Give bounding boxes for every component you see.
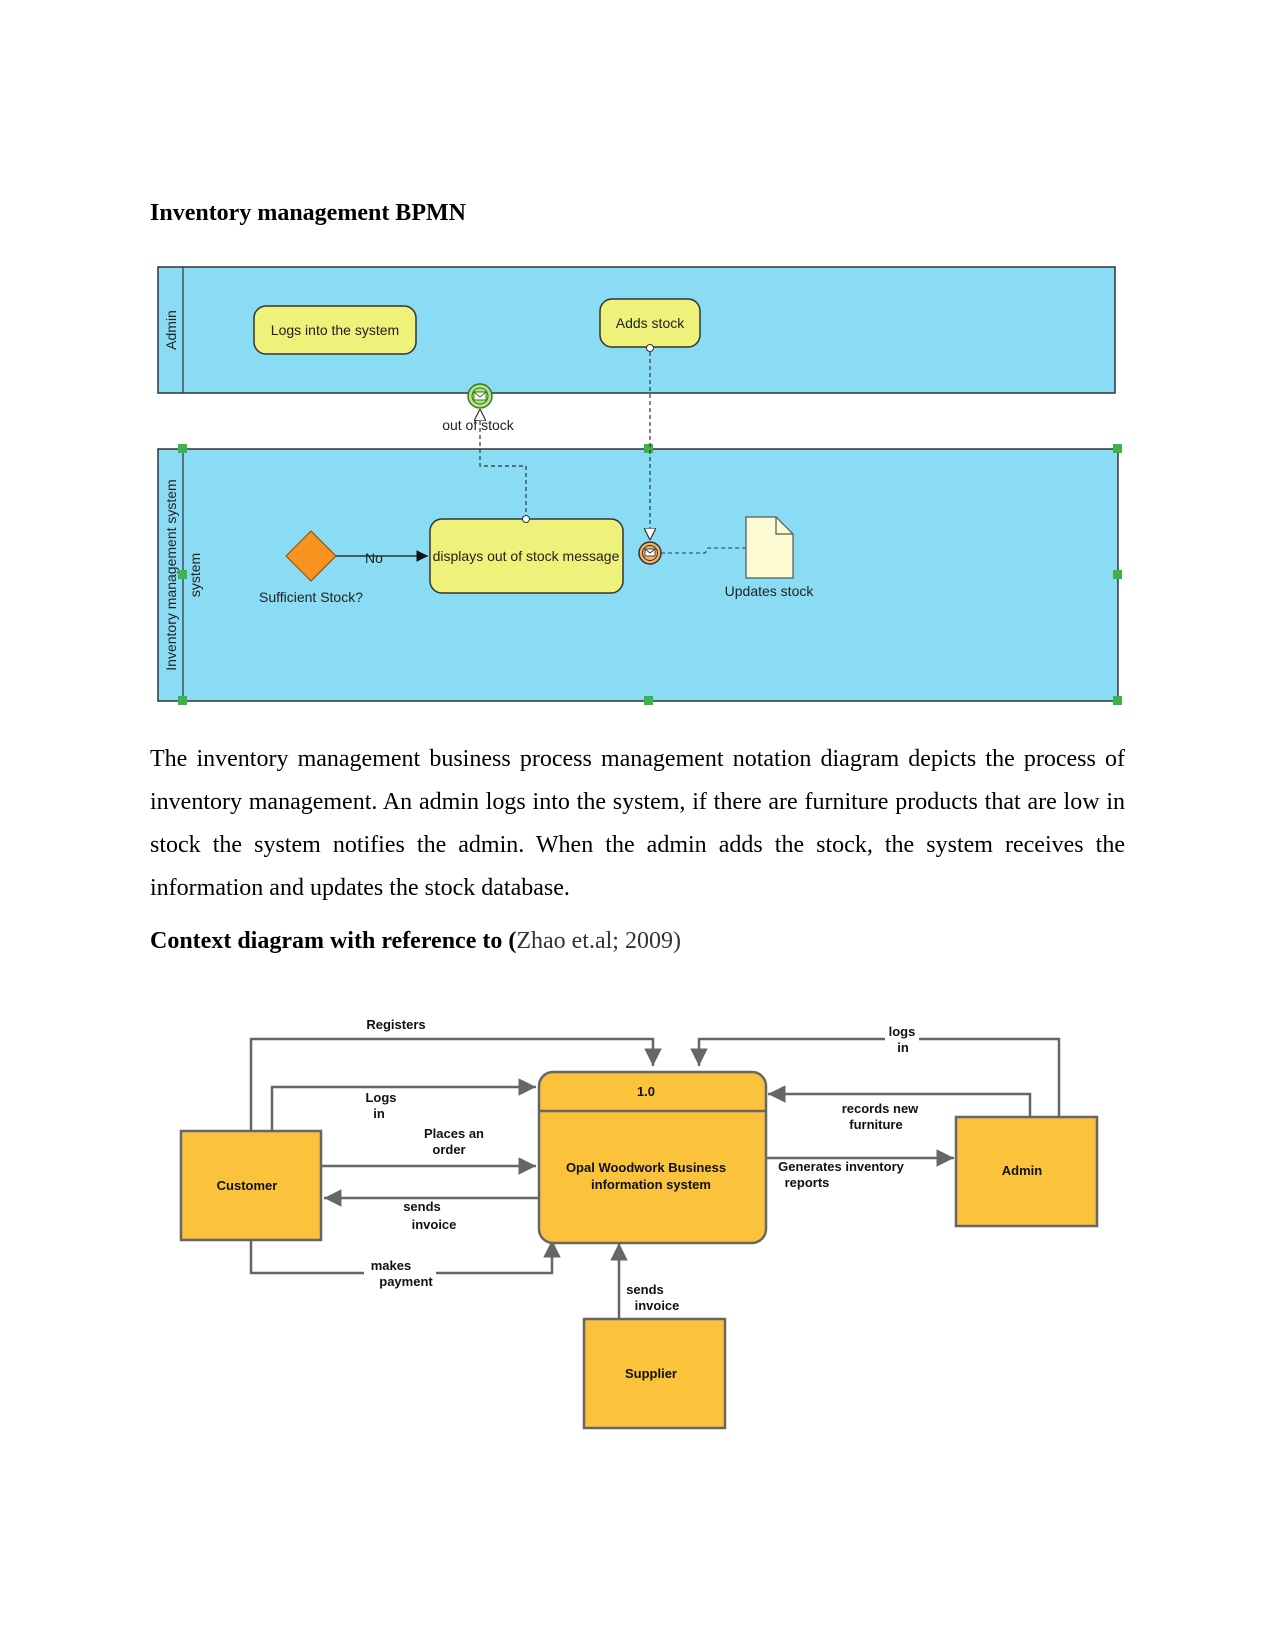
message-event-intermediate[interactable]: [638, 541, 662, 565]
sequence-flow-no: No: [336, 550, 428, 566]
entity-supplier-label: Supplier: [625, 1366, 677, 1381]
message-label: out of stock: [442, 417, 515, 433]
inventory-sublane-label: system: [187, 553, 203, 597]
label-admin-logs-in-1: logs: [889, 1024, 916, 1039]
context-heading-text: Context diagram with reference to (: [150, 928, 517, 954]
entity-admin[interactable]: Admin: [954, 1115, 1099, 1228]
process-name-line2: information system: [591, 1177, 711, 1192]
bpmn-diagram: Admin Inventory management system system…: [157, 266, 1122, 705]
label-admin-logs-in-2: in: [897, 1040, 909, 1055]
flow-customer-logs-in: [270, 1078, 536, 1131]
inventory-pool: Inventory management system system: [157, 444, 1122, 705]
flow-records-furniture: [768, 1085, 1032, 1117]
task-displays-message-label: displays out of stock message: [433, 548, 620, 564]
data-object-updates-stock[interactable]: Updates stock: [725, 516, 815, 599]
label-registers: Registers: [366, 1017, 425, 1032]
entity-admin-label: Admin: [1002, 1163, 1043, 1178]
label-logs-in-1: Logs: [365, 1090, 396, 1105]
task-logs-in[interactable]: Logs into the system: [253, 305, 417, 355]
label-logs-in-2: in: [373, 1106, 385, 1121]
context-diagram: 1.0 Opal Woodwork Business information s…: [179, 1017, 1099, 1430]
gateway-sufficient-stock[interactable]: Sufficient Stock?: [259, 530, 363, 605]
label-reports-2: reports: [785, 1175, 830, 1190]
label-makes-payment-1: makes: [371, 1258, 411, 1273]
data-association: [661, 547, 752, 554]
message-flow-out-of-stock: [480, 409, 530, 523]
label-reports-1: Generates inventory: [778, 1159, 904, 1174]
task-adds-stock[interactable]: Adds stock: [599, 298, 701, 348]
inventory-lane-label: Inventory management system: [163, 479, 179, 670]
admin-lane-label: Admin: [163, 310, 179, 350]
entity-customer[interactable]: Customer: [179, 1129, 323, 1242]
label-places-order-2: order: [432, 1142, 465, 1157]
label-places-order-1: Places an: [424, 1126, 484, 1141]
context-heading-reference: Zhao et.al; 2009): [516, 928, 681, 954]
label-sends-invoice-2: invoice: [412, 1217, 457, 1232]
envelope-icon: [644, 548, 656, 557]
entity-customer-label: Customer: [217, 1178, 278, 1193]
process-name-line1: Opal Woodwork Business: [566, 1160, 726, 1175]
label-supplier-invoice-1: sends: [626, 1282, 664, 1297]
envelope-icon: [473, 391, 487, 401]
selection-handles: [178, 444, 1122, 705]
bpmn-heading: Inventory management BPMN: [150, 200, 466, 226]
label-makes-payment-2: payment: [379, 1274, 433, 1289]
process-opal-woodwork[interactable]: 1.0 Opal Woodwork Business information s…: [537, 1070, 768, 1245]
process-id: 1.0: [637, 1084, 655, 1099]
data-object-label: Updates stock: [725, 583, 815, 599]
description-paragraph: The inventory management business proces…: [150, 746, 1125, 901]
flow-registers: [249, 1037, 662, 1131]
message-flow-adds-stock: [647, 344, 654, 540]
label-sends-invoice-1: sends: [403, 1199, 441, 1214]
flow-no-label: No: [365, 550, 383, 566]
gateway-label: Sufficient Stock?: [259, 589, 363, 605]
task-logs-in-label: Logs into the system: [271, 322, 399, 338]
entity-supplier[interactable]: Supplier: [582, 1317, 727, 1430]
label-records-1: records new: [842, 1101, 919, 1116]
message-event-out-of-stock[interactable]: [467, 383, 493, 409]
flow-admin-logs-in: [690, 1037, 1061, 1117]
task-displays-message[interactable]: displays out of stock message: [429, 518, 624, 594]
label-records-2: furniture: [849, 1117, 902, 1132]
task-adds-stock-label: Adds stock: [616, 315, 685, 331]
context-heading: Context diagram with reference to (Zhao …: [150, 928, 681, 955]
label-supplier-invoice-2: invoice: [635, 1298, 680, 1313]
